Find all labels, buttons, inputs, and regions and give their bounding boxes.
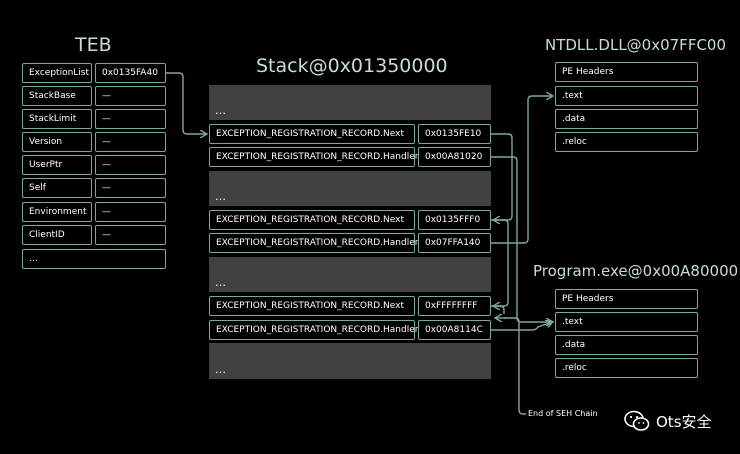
record-1-handler-value: 0x00A81020 bbox=[418, 147, 491, 167]
teb-field-stackbase: StackBase bbox=[22, 86, 92, 106]
teb-field-clientid: ClientID bbox=[22, 225, 92, 245]
stack-gap-3: … bbox=[209, 257, 491, 292]
teb-value-stackbase: — bbox=[95, 86, 166, 106]
end-of-seh-chain-label: End of SEH Chain bbox=[528, 409, 598, 418]
program-section-text: .text bbox=[555, 312, 698, 332]
record-3-handler-value: 0x00A8114C bbox=[418, 320, 491, 340]
record-1-next-value: 0x0135FE10 bbox=[418, 124, 491, 144]
record-2-next-label: EXCEPTION_REGISTRATION_RECORD.Next bbox=[209, 210, 415, 230]
teb-title: TEB bbox=[75, 34, 112, 56]
arrow-handler-1-to-program-text bbox=[491, 156, 552, 322]
program-section-data: .data bbox=[555, 335, 698, 355]
teb-value-version: — bbox=[95, 132, 166, 152]
wechat-icon bbox=[624, 410, 650, 431]
ntdll-section-text: .text bbox=[555, 86, 698, 106]
teb-value-userptr: — bbox=[95, 155, 166, 175]
teb-field-environment: Environment bbox=[22, 202, 92, 222]
arrow-end-of-chain bbox=[491, 305, 526, 415]
ntdll-title: NTDLL.DLL@0x07FFC00 bbox=[545, 36, 727, 54]
teb-field-self: Self bbox=[22, 178, 92, 198]
ntdll-section-pe-headers: PE Headers bbox=[555, 62, 698, 82]
record-3-next-value: 0xFFFFFFFF bbox=[418, 296, 491, 316]
teb-field-version: Version bbox=[22, 132, 92, 152]
stack-gap-1: … bbox=[209, 85, 491, 120]
arrow-record-1-to-record-2 bbox=[491, 133, 513, 220]
arrow-teb-to-record-1 bbox=[166, 72, 206, 134]
teb-value-clientid: — bbox=[95, 225, 166, 245]
record-2-next-value: 0x0135FFF0 bbox=[418, 210, 491, 230]
teb-value-self: — bbox=[95, 178, 166, 198]
stack-gap-2: … bbox=[209, 171, 491, 206]
watermark-text: Ots安全 bbox=[656, 412, 712, 431]
record-2-handler-label: EXCEPTION_REGISTRATION_RECORD.Handler bbox=[209, 233, 418, 253]
arrow-handler-2-to-ntdll-text bbox=[491, 96, 552, 244]
teb-field-userptr: UserPtr bbox=[22, 155, 92, 175]
program-title: Program.exe@0x00A80000 bbox=[533, 262, 739, 280]
stack-gap-4: … bbox=[209, 343, 491, 379]
record-3-handler-label: EXCEPTION_REGISTRATION_RECORD.Handler bbox=[209, 320, 418, 340]
record-1-next-label: EXCEPTION_REGISTRATION_RECORD.Next bbox=[209, 124, 415, 144]
program-section-reloc: .reloc bbox=[555, 358, 698, 378]
arrow-handler-3-to-program-text bbox=[491, 322, 552, 331]
record-2-handler-value: 0x07FFA140 bbox=[418, 233, 491, 253]
teb-field-exceptionlist: ExceptionList bbox=[22, 63, 92, 83]
teb-more-row: … bbox=[22, 249, 166, 269]
teb-field-stacklimit: StackLimit bbox=[22, 109, 92, 129]
stack-title: Stack@0x01350000 bbox=[256, 55, 448, 77]
record-1-handler-label: EXCEPTION_REGISTRATION_RECORD.Handler bbox=[209, 147, 418, 167]
teb-value-environment: — bbox=[95, 202, 166, 222]
ntdll-section-data: .data bbox=[555, 109, 698, 129]
program-section-pe-headers: PE Headers bbox=[555, 289, 698, 309]
ntdll-section-reloc: .reloc bbox=[555, 132, 698, 152]
watermark: Ots安全 bbox=[624, 410, 712, 432]
record-3-next-label: EXCEPTION_REGISTRATION_RECORD.Next bbox=[209, 296, 415, 316]
arrow-record-2-to-record-3 bbox=[491, 219, 509, 306]
teb-value-stacklimit: — bbox=[95, 109, 166, 129]
teb-value-exceptionlist: 0x0135FA40 bbox=[95, 63, 166, 83]
